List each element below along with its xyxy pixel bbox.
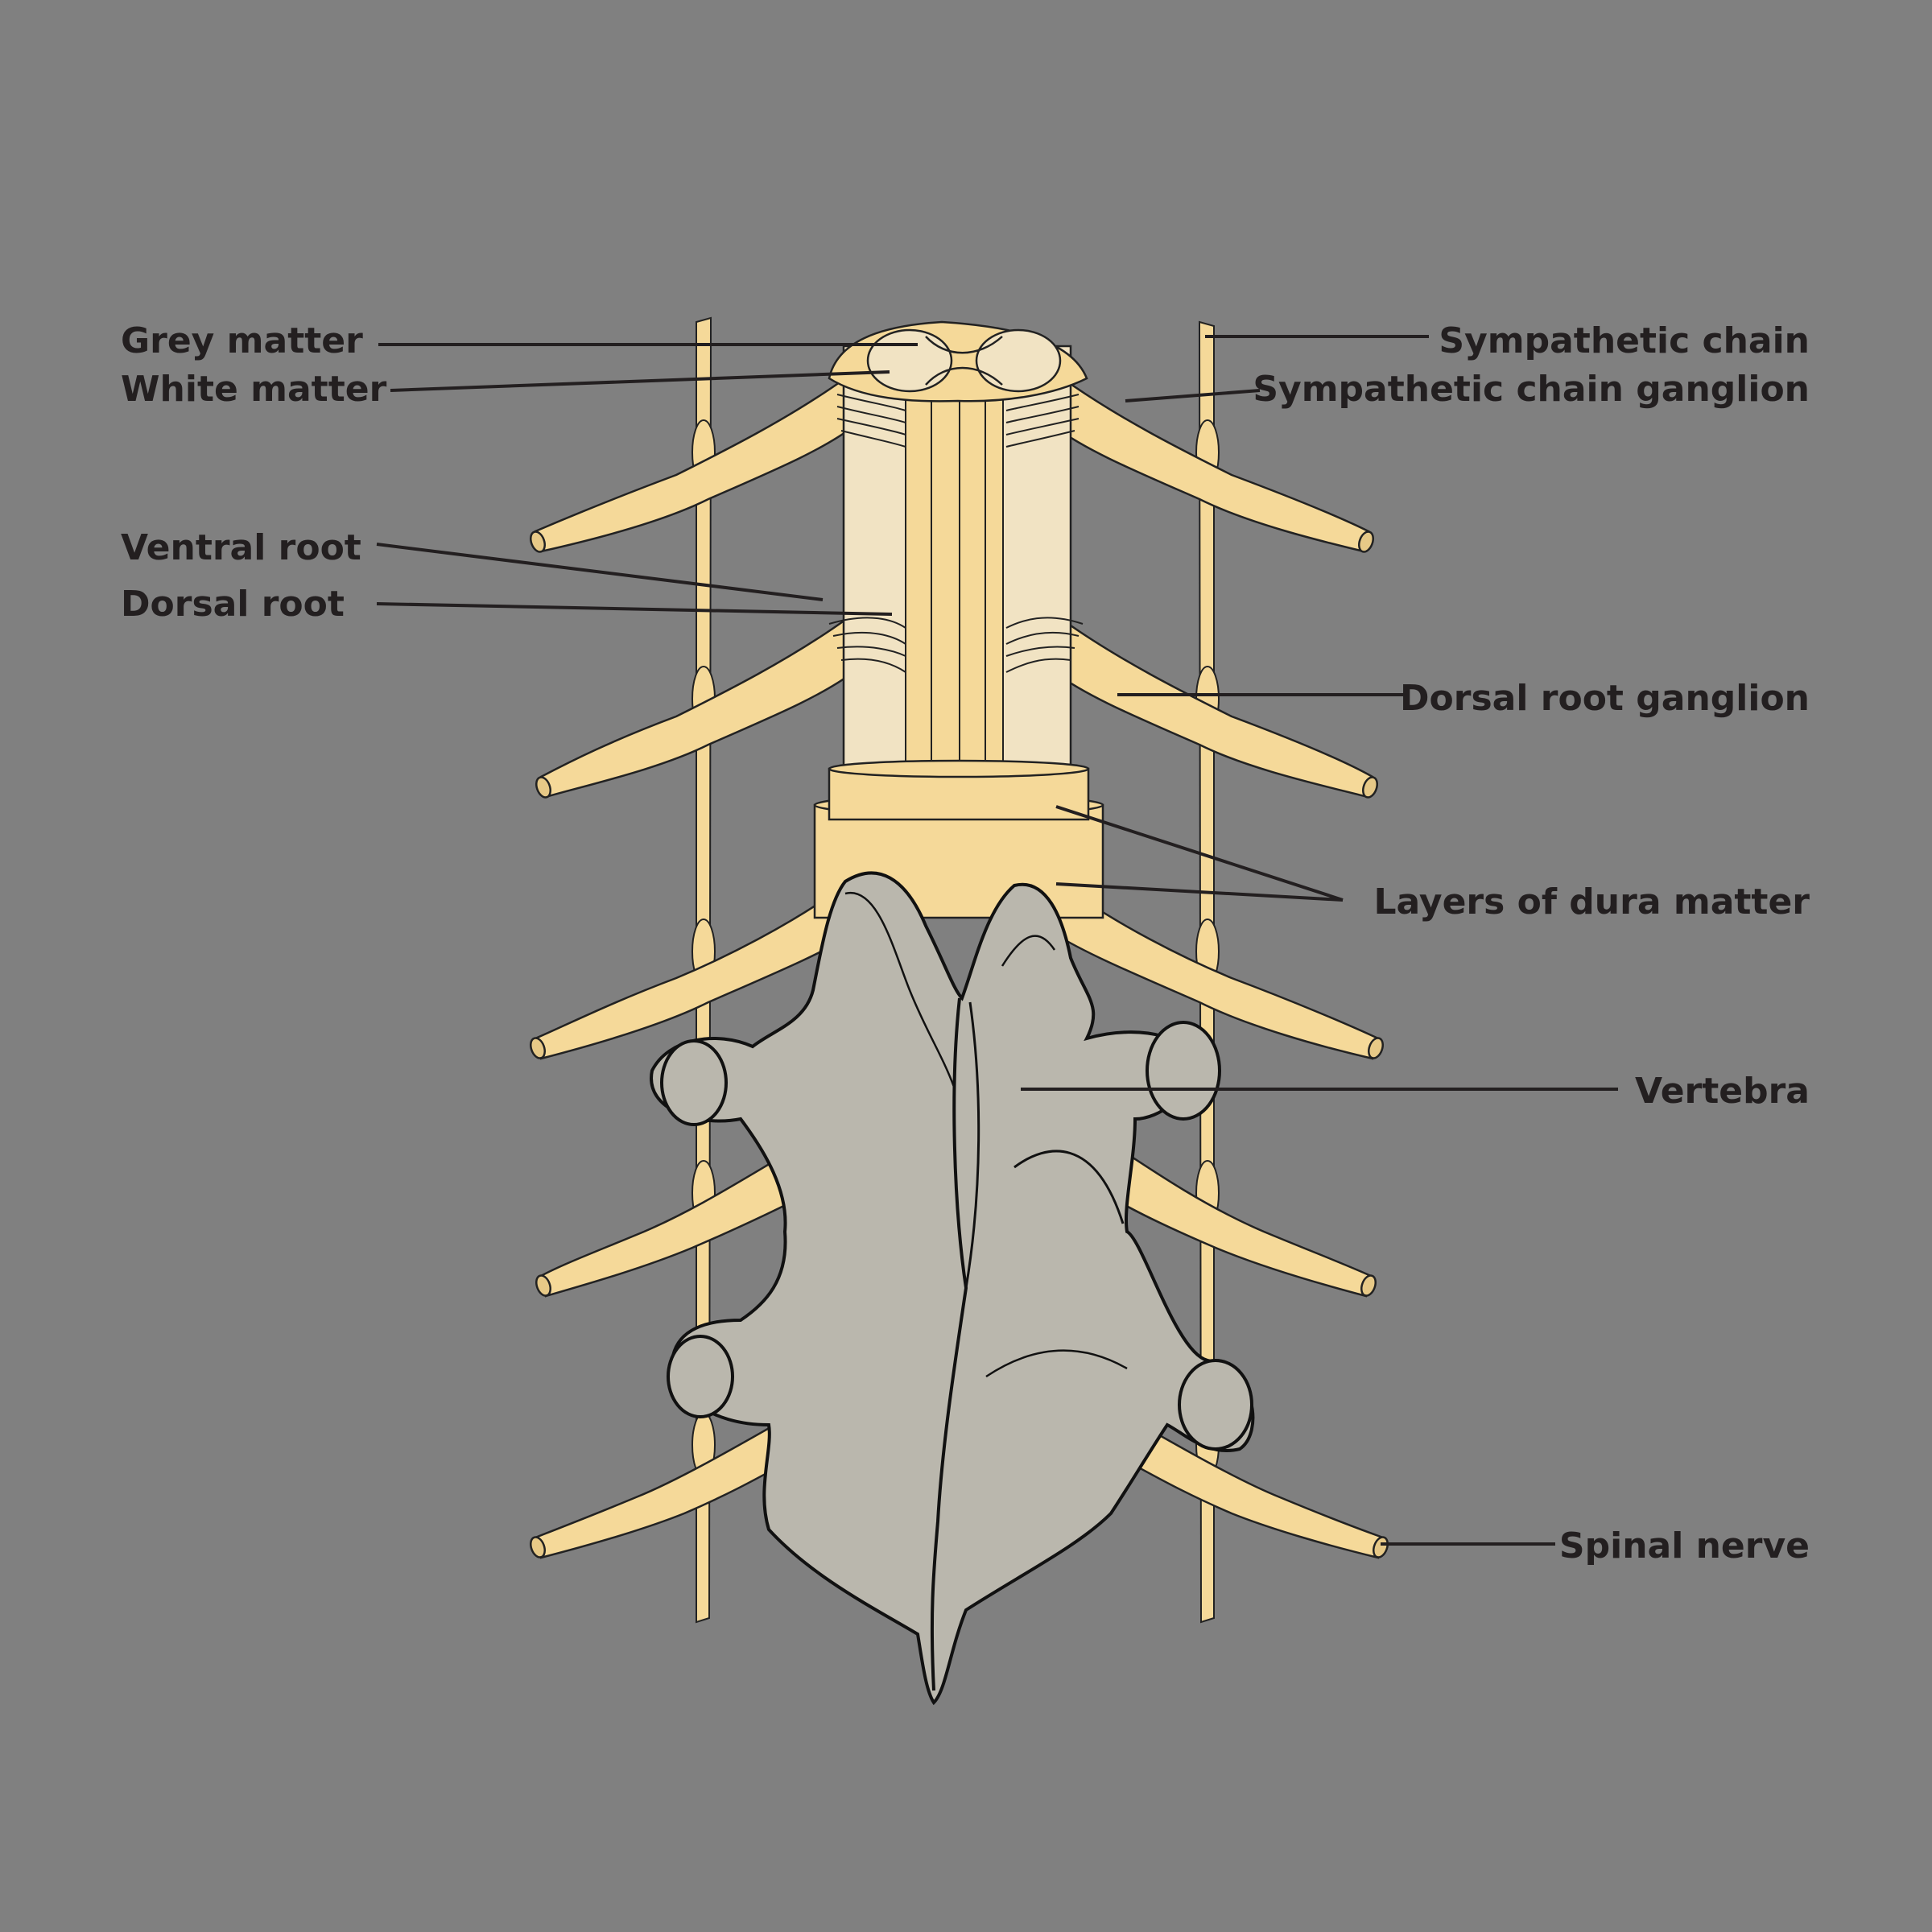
label-white-matter: White matter xyxy=(121,369,387,410)
label-sympathetic-chain: Sympathetic chain xyxy=(1439,320,1810,361)
spinal-cord xyxy=(842,345,1072,782)
leader-white-matter xyxy=(390,370,890,392)
label-vertebra: Vertebra xyxy=(1635,1071,1810,1112)
label-sympathetic-chain-ganglion: Sympathetic chain ganglion xyxy=(1253,369,1810,410)
label-dorsal-root-ganglion: Dorsal root ganglion xyxy=(1400,678,1810,719)
label-spinal-nerve: Spinal nerve xyxy=(1559,1525,1810,1567)
white-matter-left xyxy=(866,328,953,393)
label-ventral-root: Ventral root xyxy=(121,527,361,568)
label-grey-matter: Grey matter xyxy=(121,320,363,361)
grey-matter-outline xyxy=(925,336,1003,386)
leader-ventral-root xyxy=(376,543,824,601)
leader-lines xyxy=(376,335,1618,1546)
labels: Grey matter White matter Ventral root Do… xyxy=(121,320,1810,1567)
leader-sympathetic-chain-ganglion xyxy=(1125,389,1261,402)
leader-dorsal-root xyxy=(376,602,893,616)
root-bundles xyxy=(828,394,1084,673)
spinal-nerves xyxy=(530,376,1389,1559)
leader-dura-outer xyxy=(1055,805,1344,902)
vertebra xyxy=(650,871,1255,1706)
label-layers-of-dura-matter: Layers of dura matter xyxy=(1374,881,1810,923)
cord-cross-section xyxy=(828,320,1088,402)
white-matter-right xyxy=(975,328,1062,393)
label-dorsal-root: Dorsal root xyxy=(121,584,345,625)
leader-dura-inner xyxy=(1055,882,1344,902)
